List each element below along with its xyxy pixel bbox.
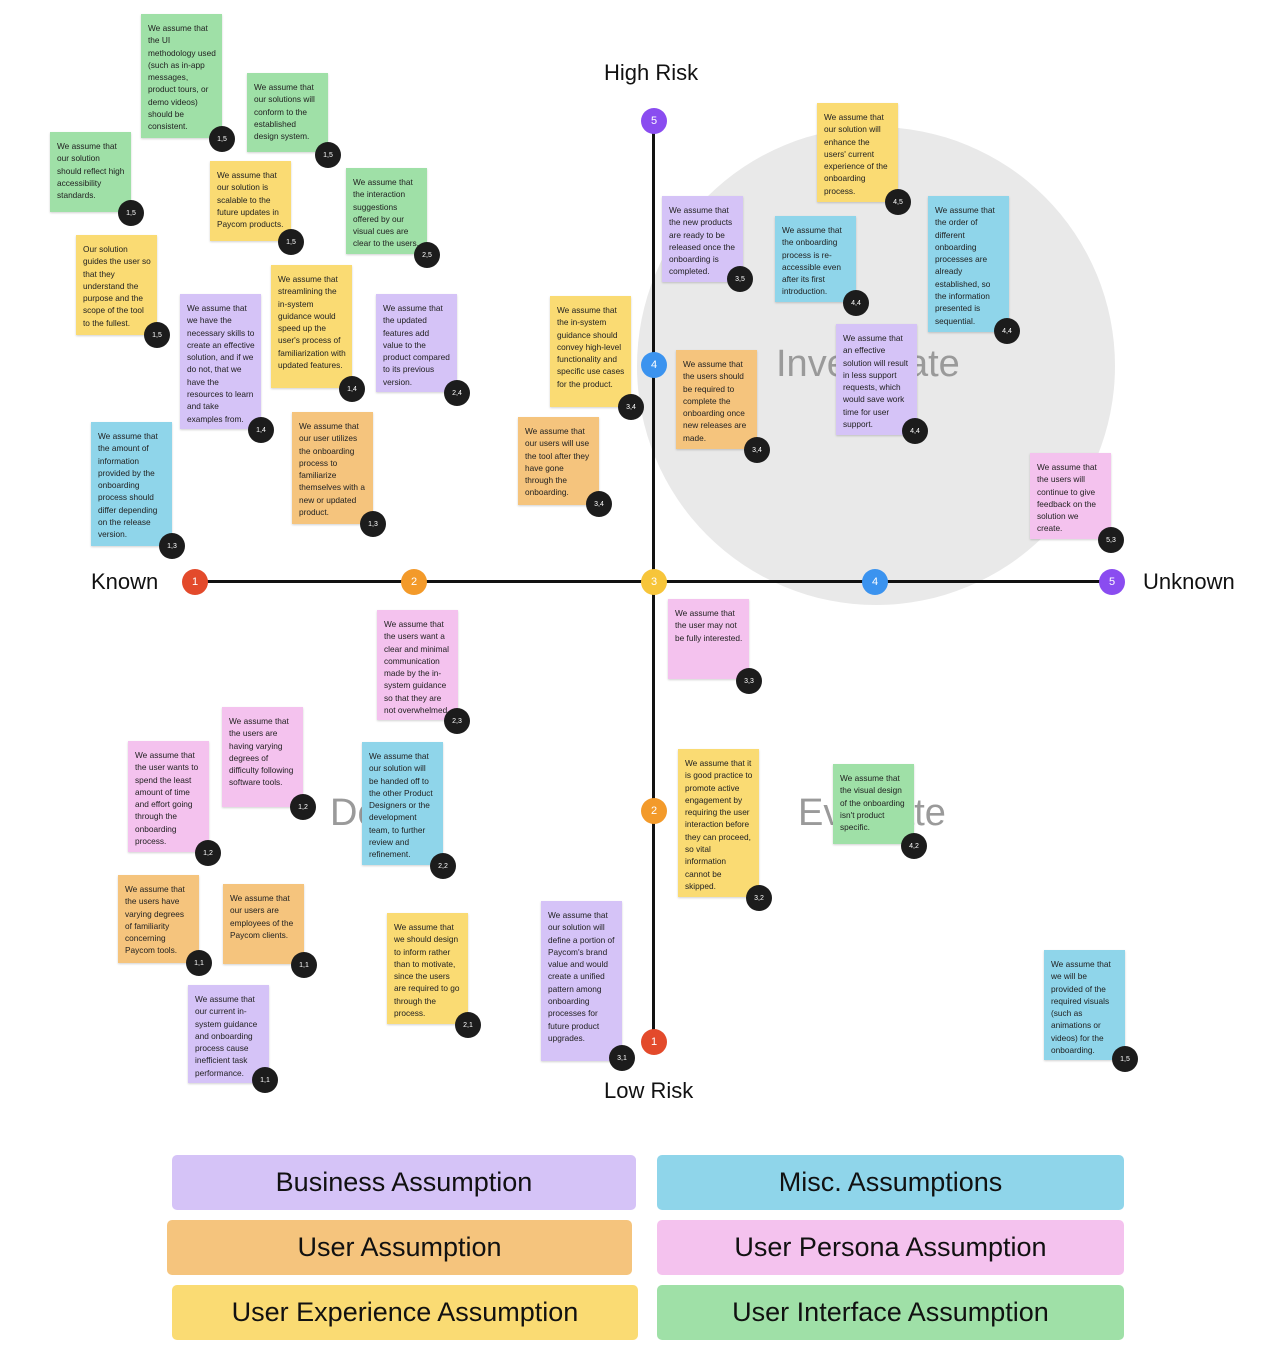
h-tick-3: 3 [641,569,667,595]
note-coordinate-tag: 1,5 [315,142,341,168]
note-coordinate-tag: 3,3 [736,668,762,694]
legend-misc-assumptions: Misc. Assumptions [657,1155,1124,1210]
note-coordinate-tag: 3,4 [618,394,644,420]
sticky-note[interactable]: We assume that our solution will define … [541,901,622,1061]
note-coordinate-tag: 1,1 [252,1067,278,1093]
note-coordinate-tag: 1,5 [1112,1046,1138,1072]
note-coordinate-tag: 1,1 [291,952,317,978]
sticky-note[interactable]: We assume that it is good practice to pr… [678,749,759,897]
sticky-note[interactable]: We assume that the users have varying de… [118,875,199,963]
v-tick-5: 5 [641,108,667,134]
h-tick-4: 4 [862,569,888,595]
sticky-note[interactable]: We assume that the onboarding process is… [775,216,856,302]
legend-user-assumption: User Assumption [167,1220,632,1275]
axis-label-low-risk: Low Risk [604,1078,694,1103]
v-tick-4: 4 [641,352,667,378]
sticky-note[interactable]: We assume that the user may not be fully… [668,599,749,679]
sticky-note[interactable]: We assume that our current in-system gui… [188,985,269,1083]
note-coordinate-tag: 1,1 [186,950,212,976]
sticky-note[interactable]: We assume that streamlining the in-syste… [271,265,352,388]
legend-user-persona-assumption: User Persona Assumption [657,1220,1124,1275]
axis-label-known: Known [91,569,159,594]
sticky-note[interactable]: We assume that the interaction suggestio… [346,168,427,254]
sticky-note[interactable]: We assume that our solutions will confor… [247,73,328,152]
sticky-note[interactable]: We assume that the UI methodology used (… [141,14,222,138]
note-coordinate-tag: 2,1 [455,1012,481,1038]
legend-business-assumption: Business Assumption [172,1155,636,1210]
sticky-note[interactable]: We assume that we will be provided of th… [1044,950,1125,1060]
sticky-note[interactable]: We assume that our user utilizes the onb… [292,412,373,524]
legend-user-experience-assumption: User Experience Assumption [172,1285,638,1340]
note-coordinate-tag: 1,3 [360,511,386,537]
note-coordinate-tag: 3,4 [744,437,770,463]
note-coordinate-tag: 4,4 [843,290,869,316]
note-coordinate-tag: 1,4 [339,376,365,402]
sticky-note[interactable]: We assume that our users will use the to… [518,417,599,505]
axis-label-high-risk: High Risk [604,60,699,85]
sticky-note[interactable]: We assume that our solution will be hand… [362,742,443,865]
sticky-note[interactable]: We assume that we have the necessary ski… [180,294,261,429]
sticky-note[interactable]: We assume that the user wants to spend t… [128,741,209,852]
note-coordinate-tag: 3,1 [609,1045,635,1071]
sticky-note[interactable]: We assume that our solution should refle… [50,132,131,212]
sticky-note[interactable]: We assume that the order of different on… [928,196,1009,332]
note-coordinate-tag: 1,5 [118,200,144,226]
h-tick-2: 2 [401,569,427,595]
sticky-note[interactable]: We assume that the in-system guidance sh… [550,296,631,407]
note-coordinate-tag: 1,5 [278,229,304,255]
note-coordinate-tag: 1,2 [290,794,316,820]
note-coordinate-tag: 2,4 [444,380,470,406]
sticky-note[interactable]: We assume that the new products are read… [662,196,743,282]
sticky-note[interactable]: We assume that the amount of information… [91,422,172,546]
note-coordinate-tag: 4,5 [885,189,911,215]
note-coordinate-tag: 5,3 [1098,527,1124,553]
note-coordinate-tag: 4,4 [994,318,1020,344]
sticky-note[interactable]: We assume that our solution is scalable … [210,161,291,241]
sticky-note[interactable]: We assume that the updated features add … [376,294,457,392]
note-coordinate-tag: 2,2 [430,853,456,879]
sticky-note[interactable]: We assume that the users will continue t… [1030,453,1111,539]
legend-user-interface-assumption: User Interface Assumption [657,1285,1124,1340]
axis-label-unknown: Unknown [1143,569,1235,594]
sticky-note[interactable]: We assume that our users are employees o… [223,884,304,964]
note-coordinate-tag: 1,5 [209,126,235,152]
note-coordinate-tag: 2,5 [414,242,440,268]
note-coordinate-tag: 4,4 [902,418,928,444]
note-coordinate-tag: 2,3 [444,708,470,734]
sticky-note[interactable]: We assume that our solution will enhance… [817,103,898,202]
sticky-note[interactable]: We assume that the users want a clear an… [377,610,458,720]
note-coordinate-tag: 1,5 [144,322,170,348]
note-coordinate-tag: 1,4 [248,417,274,443]
note-coordinate-tag: 4,2 [901,833,927,859]
h-tick-1: 1 [182,569,208,595]
sticky-note[interactable]: We assume that an effective solution wil… [836,324,917,435]
sticky-note[interactable]: We assume that the users are having vary… [222,707,303,807]
note-coordinate-tag: 3,5 [727,266,753,292]
sticky-note[interactable]: We assume that the visual design of the … [833,764,914,844]
note-coordinate-tag: 3,4 [586,491,612,517]
note-coordinate-tag: 1,3 [159,533,185,559]
note-coordinate-tag: 3,2 [746,885,772,911]
note-coordinate-tag: 1,2 [195,840,221,866]
sticky-note[interactable]: Our solution guides the user so that the… [76,235,157,335]
h-tick-5: 5 [1099,569,1125,595]
sticky-note[interactable]: We assume that the users should be requi… [676,350,757,449]
sticky-note[interactable]: We assume that we should design to infor… [387,913,468,1024]
v-tick-1: 1 [641,1029,667,1055]
v-tick-2: 2 [641,798,667,824]
